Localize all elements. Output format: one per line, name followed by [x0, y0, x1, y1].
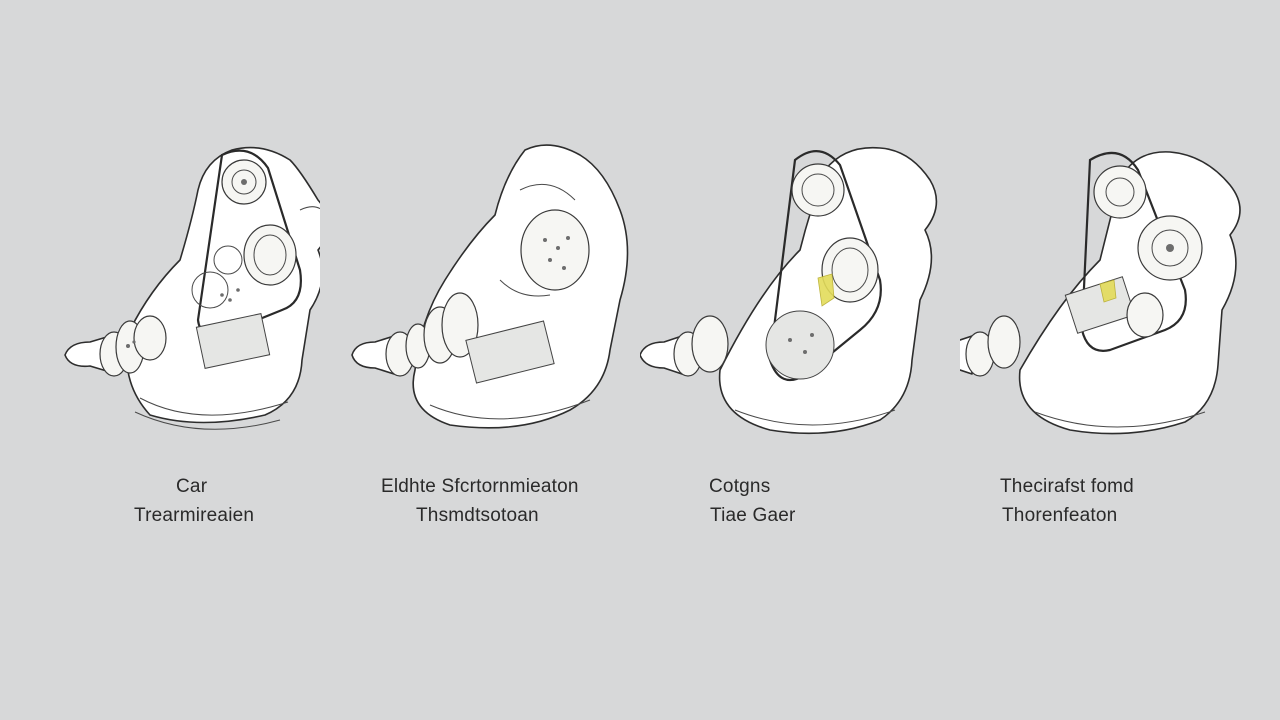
panel-caption: Thecirafst fomd Thorenfeaton [960, 472, 1280, 530]
belt-drive [768, 150, 882, 382]
internal-components [465, 183, 590, 384]
input-shaft [960, 315, 1021, 377]
caption-line-2: Trearmireaien [134, 505, 255, 526]
housing-outline [412, 144, 629, 429]
input-shaft [640, 315, 729, 377]
housing-outline [125, 146, 320, 430]
gear-disc-assembly [1064, 151, 1203, 352]
caption-line-2: Thorenfeaton [1002, 505, 1118, 526]
panel-cotgns-gear: Cotgns Tiae Gaer [640, 0, 960, 720]
internal-components [765, 273, 835, 380]
panel-caption: Cotgns Tiae Gaer [640, 472, 960, 530]
panel-caption: Car Trearmireaien [0, 472, 320, 530]
internal-components [191, 206, 320, 369]
transmission-illustration-3 [640, 146, 938, 435]
transmission-illustration-4 [960, 151, 1241, 435]
caption-line-2: Thsmdtsotoan [416, 505, 539, 526]
caption-line-1: Cotgns [709, 476, 771, 497]
transmission-illustration-1 [64, 146, 320, 430]
caption-line-1: Car [176, 476, 208, 497]
panel-eldhte-transmission: Eldhte Sfcrtornmieaton Thsmdtsotoan [320, 0, 640, 720]
panel-car-transmission: Car Trearmireaien [0, 0, 320, 720]
caption-line-1: Eldhte Sfcrtornmieaton [381, 476, 579, 497]
belt-drive [196, 149, 302, 337]
panel-caption: Eldhte Sfcrtornmieaton Thsmdtsotoan [320, 472, 640, 530]
input-shaft [64, 315, 167, 377]
panel-thecirafst-transmission: Thecirafst fomd Thorenfeaton [960, 0, 1280, 720]
transmission-illustration-2 [351, 144, 629, 429]
caption-line-1: Thecirafst fomd [1000, 476, 1134, 497]
caption-line-2: Tiae Gaer [710, 505, 796, 526]
